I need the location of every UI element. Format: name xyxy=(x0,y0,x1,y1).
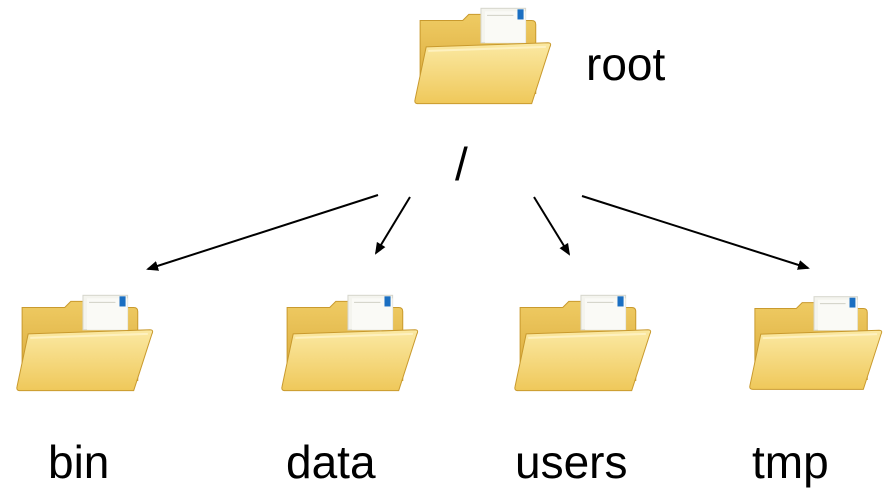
tmp-folder-icon xyxy=(748,295,883,391)
child-node-data: data xyxy=(280,294,419,488)
child-node-bin: bin xyxy=(15,294,154,488)
users-folder-icon xyxy=(513,294,652,392)
edge-root-data xyxy=(374,196,411,255)
root-path-symbol: / xyxy=(455,138,468,190)
root-label: root xyxy=(586,38,665,90)
bin-folder-icon xyxy=(15,294,154,392)
data-label: data xyxy=(286,436,376,488)
users-label: users xyxy=(515,436,627,488)
bin-label: bin xyxy=(48,436,109,488)
data-folder-icon xyxy=(280,294,419,392)
root-node: root / xyxy=(413,7,665,190)
child-node-users: users xyxy=(513,294,652,488)
edge-root-tmp xyxy=(581,195,810,270)
edge-root-bin xyxy=(146,194,379,271)
root-folder-icon xyxy=(413,7,552,105)
child-node-tmp: tmp xyxy=(748,295,883,488)
edge-root-users xyxy=(533,196,571,256)
tree-edges xyxy=(146,194,810,271)
tmp-label: tmp xyxy=(752,436,829,488)
